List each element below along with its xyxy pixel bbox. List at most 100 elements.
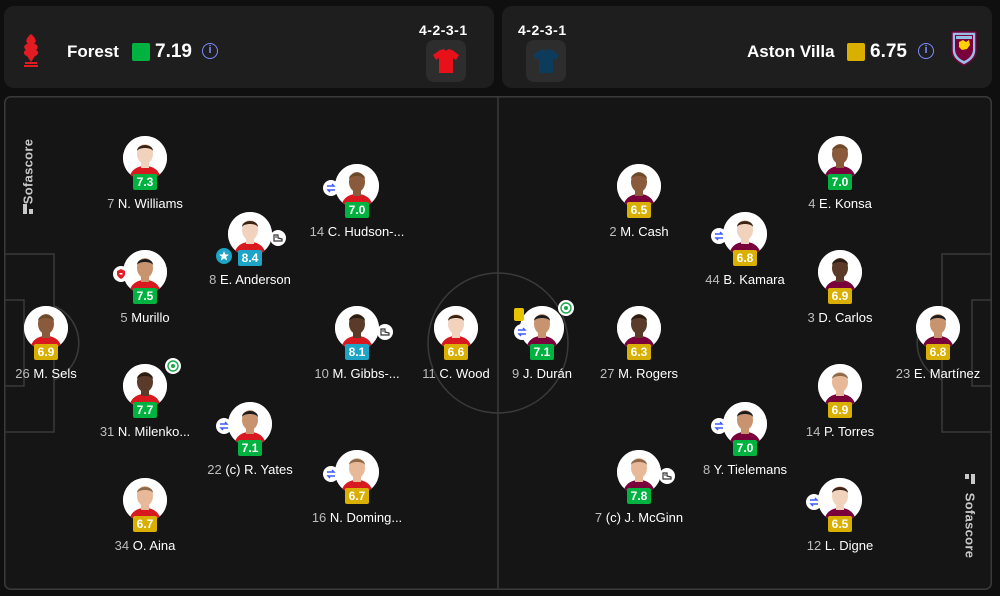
player-name[interactable]: 34 O. Aina	[70, 538, 220, 553]
player-marker[interactable]: 6.9 14 P. Torres	[765, 364, 915, 454]
player-marker[interactable]: 7.8 7 (c) J. McGinn	[564, 450, 714, 540]
player-name[interactable]: 9 J. Durán	[467, 366, 617, 381]
player-avatar[interactable]	[335, 306, 379, 350]
player-name-text: P. Torres	[823, 424, 875, 439]
player-avatar[interactable]	[916, 306, 960, 350]
player-marker[interactable]: 6.8 23 E. Martínez	[863, 306, 1000, 396]
player-avatar[interactable]	[228, 402, 272, 446]
substitution-icon	[216, 418, 232, 434]
player-name[interactable]: 7 N. Williams	[70, 196, 220, 211]
player-rating: 6.9	[828, 288, 852, 304]
player-name[interactable]: 16 N. Doming...	[282, 510, 432, 525]
player-marker[interactable]: 7.1 9 J. Durán	[467, 300, 617, 396]
man-of-the-match-star-icon	[216, 248, 232, 264]
player-name[interactable]: 3 D. Carlos	[765, 310, 915, 325]
sofascore-watermark-text: Sofascore	[20, 138, 36, 205]
player-name[interactable]: 14 C. Hudson-...	[282, 224, 432, 239]
player-rating: 6.8	[926, 344, 950, 360]
player-name[interactable]: 5 Murillo	[70, 310, 220, 325]
home-kit-icon	[426, 40, 466, 82]
player-shirt-number: 7	[594, 510, 603, 525]
substitution-icon	[323, 466, 339, 482]
player-marker[interactable]: 6.6 11 C. Wood	[381, 306, 531, 396]
player-name[interactable]: 31 N. Milenko...	[70, 424, 220, 439]
player-name[interactable]: 11 C. Wood	[381, 366, 531, 381]
player-name[interactable]: 23 E. Martínez	[863, 366, 1000, 381]
player-marker[interactable]: 6.7 34 O. Aina	[70, 478, 220, 568]
player-shirt-number: 14	[309, 224, 325, 239]
player-rating: 7.8	[627, 488, 651, 504]
player-shirt-number: 44	[705, 272, 720, 287]
sofascore-watermark-right: Sofascore	[960, 468, 980, 558]
player-avatar[interactable]	[818, 478, 862, 522]
player-name[interactable]: 10 M. Gibbs-...	[282, 366, 432, 381]
player-shirt-number: 23	[895, 366, 911, 381]
player-avatar[interactable]	[617, 306, 661, 350]
player-rating: 6.7	[133, 516, 157, 532]
pitch-markings	[4, 96, 992, 590]
player-name[interactable]: 8 Y. Tielemans	[670, 462, 820, 477]
player-name[interactable]: 2 M. Cash	[564, 224, 714, 239]
substitution-icon	[711, 418, 727, 434]
player-marker[interactable]: 6.9 3 D. Carlos	[765, 250, 915, 340]
player-shirt-number: 3	[807, 310, 815, 325]
nottingham-forest-crest-icon[interactable]	[20, 32, 42, 70]
player-marker[interactable]: 6.5 2 M. Cash	[564, 164, 714, 254]
away-info-icon[interactable]: i	[918, 43, 934, 59]
assist-boot-icon	[377, 324, 393, 340]
player-name[interactable]: 26 M. Sels	[0, 366, 121, 381]
player-name-text: N. Doming...	[329, 510, 403, 525]
player-name[interactable]: 27 M. Rogers	[564, 366, 714, 381]
player-name[interactable]: 22 (c) R. Yates	[175, 462, 325, 477]
player-avatar[interactable]	[723, 212, 767, 256]
player-avatar[interactable]	[818, 364, 862, 408]
away-team-header: 4-2-3-1 Aston Villa 6.75 i	[502, 6, 992, 88]
player-name-text: O. Aina	[132, 538, 176, 553]
player-shirt-number: 5	[120, 310, 128, 325]
player-avatar[interactable]	[123, 478, 167, 522]
player-rating: 6.6	[444, 344, 468, 360]
player-rating: 7.0	[733, 440, 757, 456]
player-rating: 6.9	[828, 402, 852, 418]
player-rating: 6.5	[627, 202, 651, 218]
player-name-text: M. Gibbs-...	[332, 366, 400, 381]
player-avatar[interactable]	[723, 402, 767, 446]
player-name[interactable]: 14 P. Torres	[765, 424, 915, 439]
player-name[interactable]: 12 L. Digne	[765, 538, 915, 553]
home-formation: 4-2-3-1	[419, 22, 468, 38]
player-name[interactable]: 8 E. Anderson	[175, 272, 325, 287]
player-name[interactable]: 44 B. Kamara	[670, 272, 820, 287]
player-name[interactable]: 7 (c) J. McGinn	[564, 510, 714, 525]
player-avatar[interactable]	[228, 212, 272, 256]
player-shirt-number: 27	[599, 366, 615, 381]
player-marker[interactable]: 6.7 16 N. Doming...	[282, 450, 432, 540]
player-name[interactable]: 4 E. Konsa	[765, 196, 915, 211]
home-info-icon[interactable]: i	[202, 43, 218, 59]
goal-ball-icon	[165, 358, 181, 374]
player-name-text: E. Anderson	[220, 272, 291, 287]
player-rating: 7.1	[530, 344, 554, 360]
assist-boot-icon	[270, 230, 286, 246]
aston-villa-crest-icon[interactable]	[950, 30, 978, 66]
home-team-name[interactable]: Forest	[67, 42, 119, 61]
player-rating: 6.7	[345, 488, 369, 504]
player-marker[interactable]: 7.0 8 Y. Tielemans	[670, 402, 820, 492]
player-avatar[interactable]	[617, 164, 661, 208]
player-avatar[interactable]	[123, 364, 167, 408]
player-avatar[interactable]	[24, 306, 68, 350]
away-team-name[interactable]: Aston Villa	[747, 42, 835, 61]
player-shirt-number: 12	[806, 538, 822, 553]
player-avatar[interactable]	[335, 164, 379, 208]
